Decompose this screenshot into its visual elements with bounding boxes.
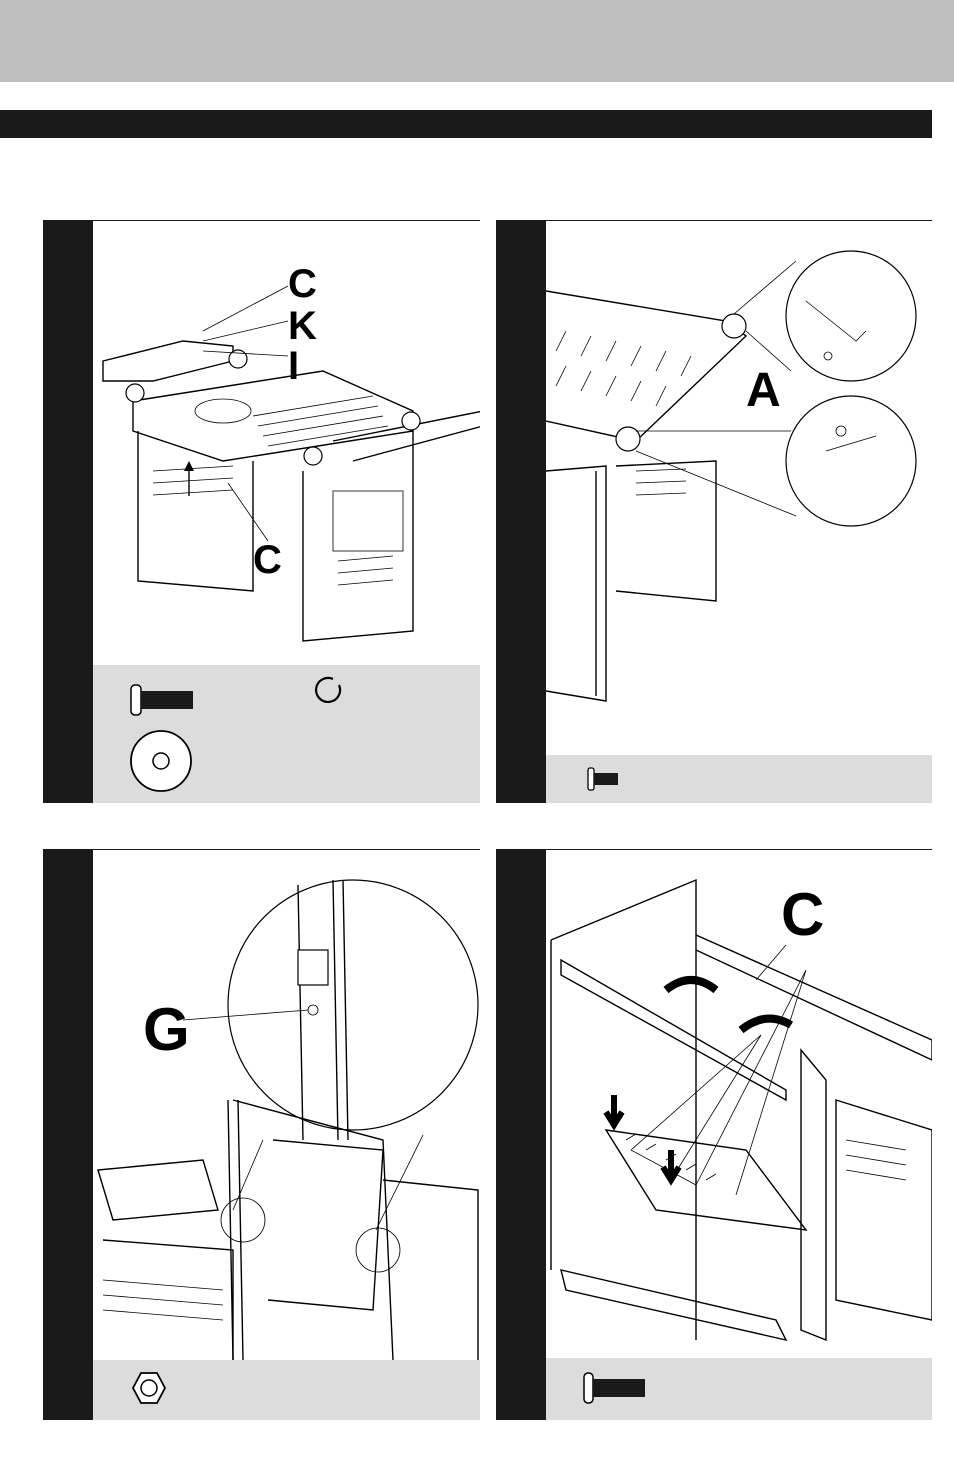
parts-panel bbox=[546, 755, 932, 803]
step-3-illustration: G bbox=[93, 850, 480, 1360]
step-3-panel: G bbox=[43, 849, 480, 1420]
callout-label: C bbox=[253, 538, 282, 582]
callout-label: K bbox=[288, 304, 317, 348]
parts-panel bbox=[93, 665, 480, 803]
callout-label: I bbox=[288, 344, 299, 388]
step-2-illustration: A bbox=[546, 221, 932, 755]
lock-washer-icon bbox=[316, 678, 340, 702]
parts-panel bbox=[546, 1358, 932, 1420]
step-2-panel: A bbox=[496, 220, 932, 803]
flat-washer-icon bbox=[131, 731, 191, 791]
bolt-icon bbox=[131, 685, 193, 715]
step-1-illustration: C K I C bbox=[93, 221, 480, 665]
step-4-panel: C bbox=[496, 849, 932, 1420]
step-number-tab bbox=[43, 221, 93, 803]
callout-label: A bbox=[746, 364, 781, 417]
step-number-tab bbox=[43, 850, 93, 1420]
parts-panel bbox=[93, 1360, 480, 1420]
step-1-panel: C K I C bbox=[43, 220, 480, 803]
callout-label: G bbox=[143, 996, 190, 1063]
step-number-tab bbox=[496, 221, 546, 803]
step-number-tab bbox=[496, 850, 546, 1420]
bolt-icon bbox=[584, 1373, 645, 1403]
section-title-bar bbox=[0, 110, 932, 138]
callout-label: C bbox=[781, 881, 824, 948]
short-bolt-icon bbox=[588, 768, 618, 790]
header-band bbox=[0, 0, 954, 82]
callout-label: C bbox=[288, 262, 317, 306]
step-4-illustration: C bbox=[546, 850, 932, 1358]
hex-nut-icon bbox=[133, 1373, 165, 1403]
